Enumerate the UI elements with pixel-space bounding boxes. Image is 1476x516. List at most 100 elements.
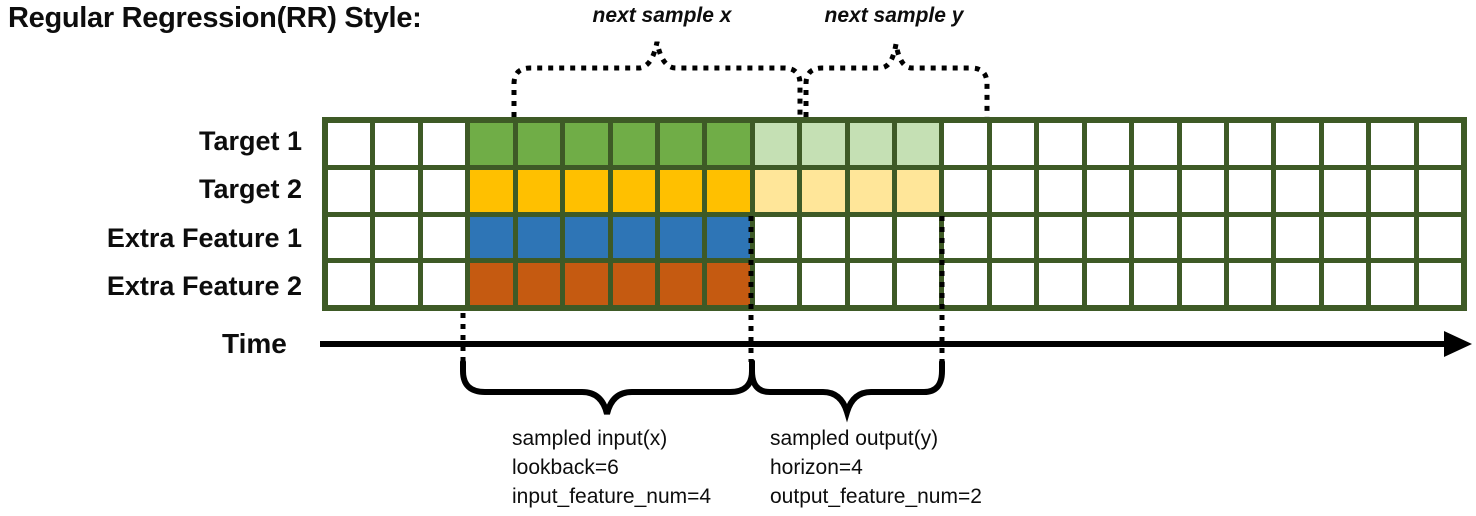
grid-cell [1323, 216, 1367, 259]
grid-cell [612, 169, 655, 212]
grid-cell [1134, 216, 1177, 259]
grid-cell [897, 263, 940, 305]
grid-cell [470, 123, 513, 165]
sampled-input-brace [460, 359, 755, 415]
grid-cell [1228, 123, 1272, 165]
grid-cell [470, 216, 513, 259]
grid-cell [1323, 123, 1367, 165]
grid-cell [1039, 263, 1082, 305]
grid-cell [612, 216, 655, 259]
output-feature-num-value: output_feature_num=2 [770, 485, 982, 508]
grid-cell [1276, 169, 1319, 212]
grid-cell [944, 169, 987, 212]
grid-cell [802, 169, 845, 212]
grid-cell [659, 263, 703, 305]
grid-cell [707, 123, 750, 165]
grid-cell [991, 123, 1035, 165]
grid-cell [754, 263, 798, 305]
grid-cell [517, 263, 561, 305]
grid-cell [422, 169, 466, 212]
grid-cell [1181, 216, 1224, 259]
grid-cell [1039, 123, 1082, 165]
grid-cell [707, 216, 750, 259]
grid-cell [1276, 216, 1319, 259]
sampled-output-title: sampled output(y) [770, 427, 939, 450]
grid-cell [470, 263, 513, 305]
grid-cell [422, 263, 466, 305]
grid-cell [1418, 263, 1461, 305]
grid-cell [754, 169, 798, 212]
sampled-output-brace [749, 359, 945, 423]
grid-cell [1134, 169, 1177, 212]
grid-cell [1418, 169, 1461, 212]
grid-cell [328, 216, 371, 259]
grid-cell [1181, 169, 1224, 212]
grid-cell [1086, 123, 1130, 165]
grid-cell [849, 216, 892, 259]
grid-cell [375, 123, 418, 165]
grid-cell [1371, 123, 1414, 165]
grid-cell [470, 169, 513, 212]
grid-cell [1418, 123, 1461, 165]
row-label: Extra Feature 1 [106, 222, 302, 253]
page-title: Regular Regression(RR) Style: [8, 2, 422, 34]
grid-cell [422, 123, 466, 165]
grid-cell [1181, 123, 1224, 165]
grid-cell [1323, 263, 1367, 305]
lookback-value: lookback=6 [512, 456, 619, 479]
grid-cell [565, 216, 608, 259]
grid-cell [422, 216, 466, 259]
grid-cell [375, 169, 418, 212]
grid-cell [1418, 216, 1461, 259]
next-sample-y-label: next sample y [824, 4, 964, 27]
grid-cell [802, 216, 845, 259]
next-sample-x-brace [511, 41, 803, 117]
grid-cell [1039, 169, 1082, 212]
grid-cell [1181, 263, 1224, 305]
grid-cell [659, 216, 703, 259]
grid-cell [897, 169, 940, 212]
grid-cell [659, 123, 703, 165]
grid-cell [659, 169, 703, 212]
grid-cell [1134, 123, 1177, 165]
grid-cell [944, 123, 987, 165]
grid-cell [517, 123, 561, 165]
grid-cell [328, 123, 371, 165]
grid-cell [897, 216, 940, 259]
grid-cell [944, 216, 987, 259]
next-sample-x-label: next sample x [592, 4, 732, 27]
grid-cell [517, 216, 561, 259]
grid-cell [1276, 123, 1319, 165]
grid-cell [1228, 169, 1272, 212]
grid-cell [1371, 216, 1414, 259]
grid-cell [375, 216, 418, 259]
grid-cell [849, 263, 892, 305]
grid-cell [565, 263, 608, 305]
grid-cell [517, 169, 561, 212]
grid-cell [802, 263, 845, 305]
sample-grid [322, 117, 1467, 311]
grid-cell [707, 169, 750, 212]
time-arrow-head [1444, 331, 1472, 357]
grid-cell [944, 263, 987, 305]
grid-cell [1086, 263, 1130, 305]
grid-cell [1228, 216, 1272, 259]
grid-cell [565, 123, 608, 165]
grid-cell [991, 216, 1035, 259]
grid-cell [1323, 169, 1367, 212]
grid-cell [375, 263, 418, 305]
grid-cell [1371, 263, 1414, 305]
next-sample-y-brace [803, 43, 990, 117]
grid-cell [1086, 169, 1130, 212]
grid-cell [1039, 216, 1082, 259]
row-label: Extra Feature 2 [106, 271, 302, 302]
time-axis-label: Time [222, 328, 287, 359]
grid-cell [1276, 263, 1319, 305]
row-label: Target 2 [198, 174, 302, 205]
grid-cell [1134, 263, 1177, 305]
sampled-input-title: sampled input(x) [512, 427, 668, 450]
grid-cell [612, 263, 655, 305]
input-feature-num-value: input_feature_num=4 [512, 485, 712, 508]
grid-cell [707, 263, 750, 305]
